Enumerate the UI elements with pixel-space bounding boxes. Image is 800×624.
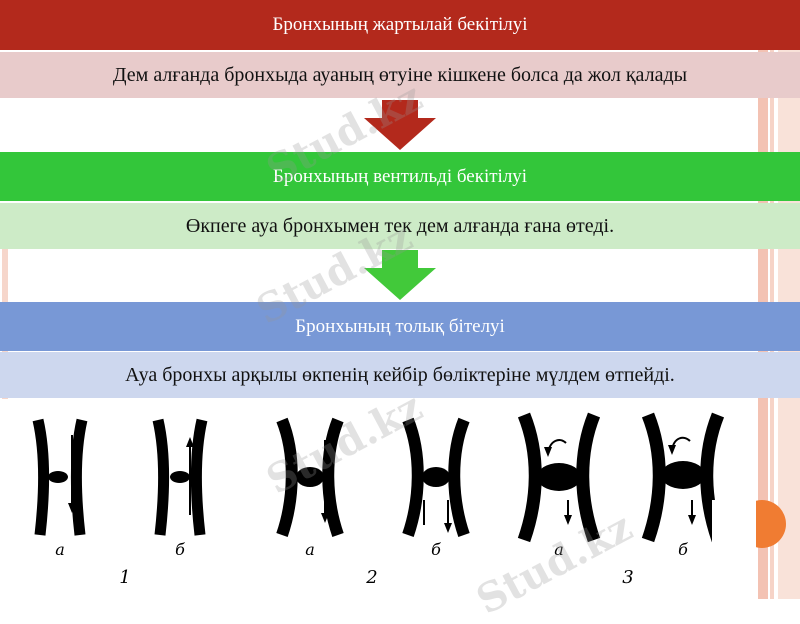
decorative-stripe: [778, 0, 800, 599]
section-3-description-box: Ауа бронхы арқылы өкпенің кейбір бөлікте…: [0, 352, 800, 398]
decorative-stripe: [758, 0, 768, 599]
panel-label: а: [554, 540, 564, 559]
section-2-description-box: Өкпеге ауа бронхымен тек дем алғанда ған…: [0, 203, 800, 249]
panel-label: б: [678, 540, 688, 559]
section-3-description: Ауа бронхы арқылы өкпенің кейбір бөлікте…: [125, 363, 675, 386]
section-2-description: Өкпеге ауа бронхымен тек дем алғанда ған…: [185, 214, 615, 237]
bronchus-panel-3b: [641, 412, 725, 543]
decorative-mask: [712, 500, 756, 550]
bronchus-panel-1a: [32, 418, 88, 536]
bronchus-panel-3a: [517, 412, 601, 543]
bronchus-obstruction-figure: а б а б а б 1 2 3: [32, 412, 725, 588]
panel-label: а: [305, 540, 315, 559]
group-number: 1: [119, 567, 130, 588]
section-1-title: Бронхының жартылай бекітілуі: [272, 14, 528, 35]
panel-label: б: [175, 540, 185, 559]
bronchus-panel-2a: [276, 417, 344, 537]
group-number: 3: [622, 567, 633, 588]
section-1-description-box: Дем алғанда бронхыда ауаның өтуіне кішке…: [0, 52, 800, 98]
panel-label: а: [55, 540, 65, 559]
bronchus-panel-2b: [402, 417, 470, 537]
section-2-header: Бронхының вентильді бекітілуі: [0, 152, 800, 201]
section-3-header: Бронхының толық бітелуі: [0, 302, 800, 351]
section-1-header: Бронхының жартылай бекітілуі: [0, 0, 800, 50]
down-arrow-icon: [364, 100, 436, 150]
section-1-description: Дем алғанда бронхыда ауаның өтуіне кішке…: [112, 63, 688, 86]
section-2-title: Бронхының вентильді бекітілуі: [272, 165, 528, 187]
bronchus-panel-1b: [152, 418, 208, 536]
decorative-stripe: [770, 0, 774, 599]
panel-label: б: [431, 540, 441, 559]
section-3-title: Бронхының толық бітелуі: [295, 315, 505, 337]
group-number: 2: [365, 567, 377, 588]
down-arrow-icon: [364, 250, 436, 300]
